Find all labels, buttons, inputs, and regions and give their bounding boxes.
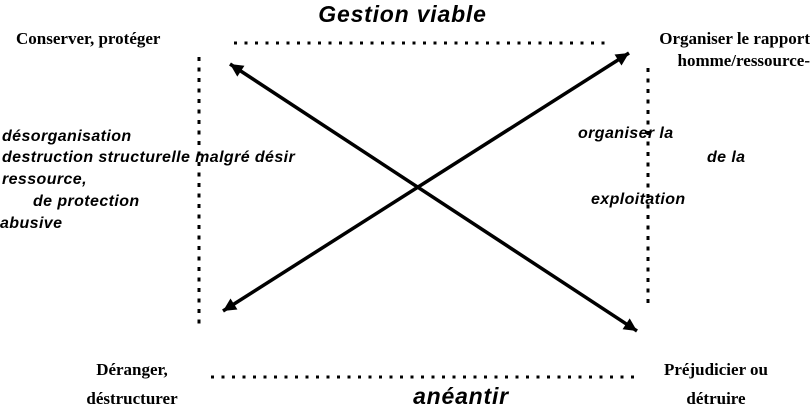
right-note-line1: organiser la — [578, 125, 674, 142]
left-note-line5: abusive — [0, 215, 63, 232]
corner-label-top-right: Organiser le rapport homme/ressource- — [659, 28, 810, 72]
top-axis-label: Gestion viable — [318, 1, 487, 27]
corner-label-top-right-line1: Organiser le rapport — [659, 29, 810, 48]
bottom-axis-label: anéantir — [413, 383, 509, 409]
left-note-line1: désorganisation — [2, 128, 132, 145]
right-note-line2: de la — [707, 149, 746, 166]
right-note-line3: exploitation — [591, 191, 686, 208]
diagonal-arrow-ascending — [222, 51, 630, 313]
corner-label-bottom-right-line1: Préjudicier ou — [663, 360, 769, 379]
left-note-line3: ressource, — [2, 171, 87, 188]
left-note-line4: de protection — [33, 193, 140, 210]
corner-label-bottom-left-line2: déstructurer — [86, 389, 178, 408]
corner-label-top-right-line2: homme/ressource- — [677, 51, 810, 70]
corner-label-bottom-right-line2: détruire — [686, 389, 746, 408]
diagonal-arrow-descending — [229, 62, 638, 333]
corner-label-top-left: Conserver, protéger — [16, 29, 161, 48]
corner-label-bottom-right: Préjudicier ou détruire — [648, 355, 784, 413]
corner-label-bottom-left-line1: Déranger, — [96, 360, 168, 379]
corner-label-bottom-left: Déranger, déstructurer — [62, 355, 202, 413]
left-note-line2: destruction structurelle malgré désir — [2, 149, 296, 166]
